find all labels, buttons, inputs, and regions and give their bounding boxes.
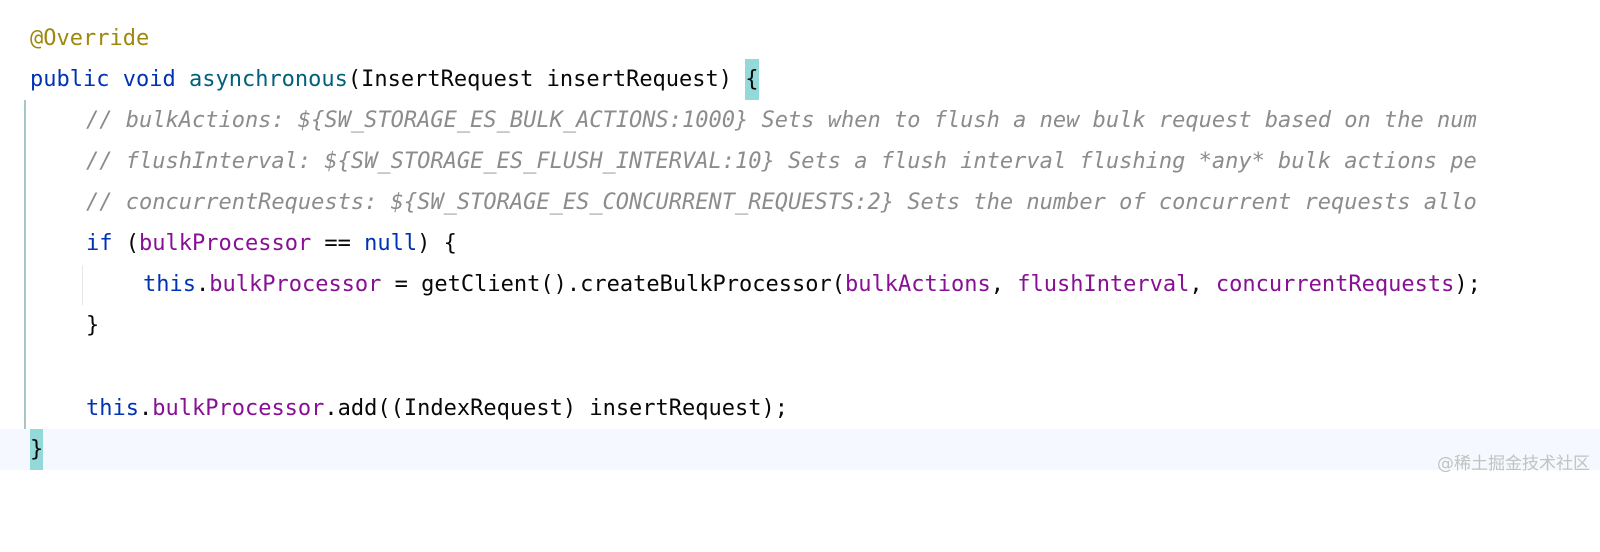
code-line-if-close[interactable]: } — [0, 305, 1600, 346]
keyword-this: this — [143, 272, 196, 297]
method-signature: public void asynchronous(InsertRequest i… — [30, 59, 759, 100]
field-bulk-processor: bulkProcessor — [209, 272, 382, 297]
if-statement: if (bulkProcessor == null) { — [86, 223, 457, 264]
code-editor[interactable]: @Override public void asynchronous(Inser… — [0, 0, 1600, 488]
if-open-paren: ( — [112, 231, 139, 256]
assignment-statement: this.bulkProcessor = getClient().createB… — [143, 264, 1481, 305]
code-line-comment[interactable]: // bulkActions: ${SW_STORAGE_ES_BULK_ACT… — [0, 100, 1600, 141]
method-params: (InsertRequest insertRequest) — [347, 67, 746, 92]
close-brace-wrap: } — [30, 429, 44, 470]
watermark-juejin: @稀土掘金技术社区 — [1437, 454, 1590, 474]
keyword-null: null — [364, 231, 418, 256]
code-line-if[interactable]: if (bulkProcessor == null) { — [0, 223, 1600, 264]
code-line-comment[interactable]: // concurrentRequests: ${SW_STORAGE_ES_C… — [0, 182, 1600, 223]
call-end: ); — [1454, 272, 1481, 297]
indent-guide — [24, 100, 26, 430]
dot: . — [195, 272, 210, 297]
add-call: .add((IndexRequest) insertRequest); — [324, 396, 789, 421]
field-concurrent-requests: concurrentRequests — [1215, 272, 1455, 297]
comment-bulk-actions: // bulkActions: ${SW_STORAGE_ES_BULK_ACT… — [86, 108, 1477, 133]
close-brace-highlighted: } — [30, 429, 44, 470]
keyword-public: public — [30, 67, 110, 92]
indent-guide-inner — [82, 265, 83, 305]
code-line-empty[interactable] — [0, 346, 1600, 387]
field-bulk-actions: bulkActions — [845, 272, 991, 297]
add-statement: this.bulkProcessor.add((IndexRequest) in… — [86, 388, 788, 429]
annotation-override: @Override — [30, 26, 150, 51]
code-line-close-current[interactable]: } — [0, 429, 1600, 470]
comment-flush-interval: // flushInterval: ${SW_STORAGE_ES_FLUSH_… — [86, 149, 1477, 174]
code-line-add[interactable]: this.bulkProcessor.add((IndexRequest) in… — [0, 388, 1600, 429]
code-line-comment[interactable]: // flushInterval: ${SW_STORAGE_ES_FLUSH_… — [0, 141, 1600, 182]
if-close: ) { — [417, 231, 457, 256]
comma: , — [990, 272, 1018, 297]
method-name: asynchronous — [188, 67, 348, 92]
equality-operator: == — [311, 231, 365, 256]
field-flush-interval: flushInterval — [1017, 272, 1190, 297]
if-close-brace: } — [86, 313, 100, 338]
field-bulk-processor: bulkProcessor — [152, 396, 325, 421]
comment-concurrent-requests: // concurrentRequests: ${SW_STORAGE_ES_C… — [86, 190, 1477, 215]
assignment-call: = getClient().createBulkProcessor( — [381, 272, 846, 297]
code-line-assignment[interactable]: this.bulkProcessor = getClient().createB… — [0, 264, 1600, 305]
keyword-void: void — [122, 67, 176, 92]
comma: , — [1189, 272, 1216, 297]
field-bulk-processor: bulkProcessor — [139, 231, 312, 256]
code-line-method-signature[interactable]: public void asynchronous(InsertRequest i… — [0, 59, 1600, 100]
keyword-this: this — [86, 396, 139, 421]
dot: . — [138, 396, 153, 421]
code-line-annotation[interactable]: @Override — [0, 18, 1600, 59]
keyword-if: if — [86, 231, 113, 256]
open-brace-highlighted: { — [745, 59, 759, 100]
